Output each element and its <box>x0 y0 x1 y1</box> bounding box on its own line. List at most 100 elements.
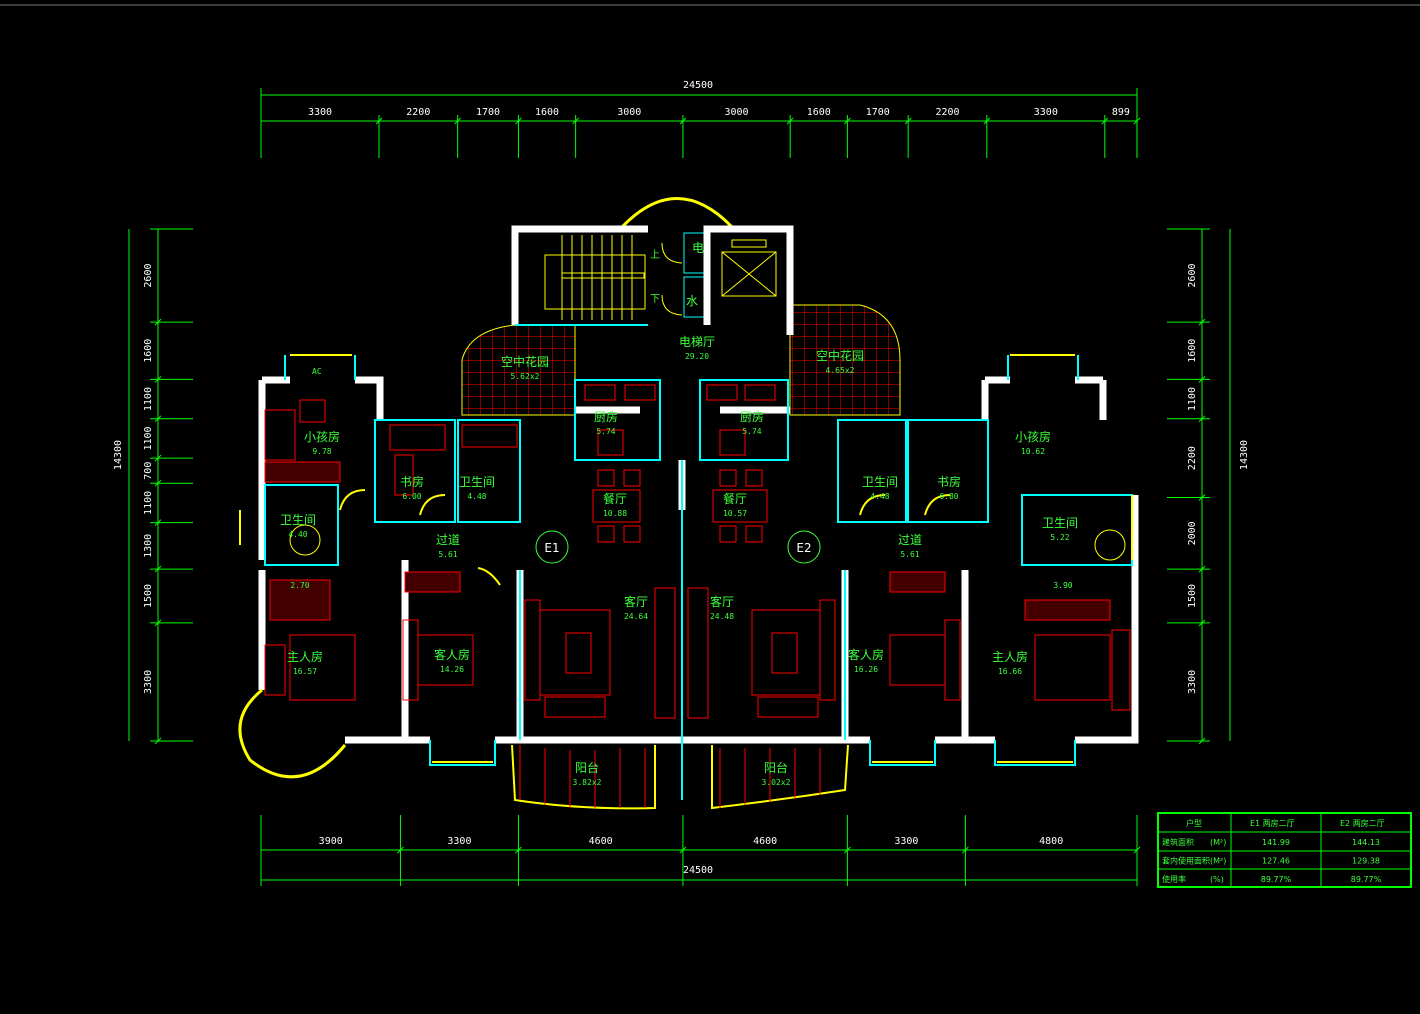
dim-tick <box>1101 117 1109 125</box>
dim-label: 899 <box>1112 107 1130 118</box>
table-cell-e2: 129.38 <box>1352 857 1380 866</box>
room-name-balcony-l: 阳台 <box>575 760 599 775</box>
dim-tick <box>1133 846 1141 854</box>
dim-tick <box>679 846 687 854</box>
dim-tick <box>375 117 383 125</box>
dim-label: 3000 <box>617 107 641 118</box>
dim-label: 3300 <box>1034 107 1058 118</box>
room-area-living-l: 24.64 <box>624 612 648 621</box>
unit-tag-e2: E2 <box>796 541 811 555</box>
room-area-child-l: 9.78 <box>312 447 331 456</box>
room-name-bath2-r: 卫生间 <box>1042 516 1078 530</box>
room-area-hall-l: 5.61 <box>438 550 457 559</box>
dim-label: 3900 <box>319 836 343 847</box>
sky-garden-left <box>461 324 576 416</box>
dim-tick <box>1198 737 1206 745</box>
dim-label: 1600 <box>1187 339 1198 363</box>
exterior-walls <box>258 376 1139 744</box>
dim-label: 1500 <box>143 584 154 608</box>
dim-label: 2600 <box>143 263 154 287</box>
dim-tick <box>397 846 404 854</box>
dim-label: 1100 <box>143 426 154 450</box>
dim-label: 3300 <box>308 107 332 118</box>
water-room-label: 水 <box>686 294 698 308</box>
ac-label: AC <box>312 367 322 376</box>
dim-label: 4600 <box>753 836 777 847</box>
room-name-bath2-l: 卫生间 <box>280 513 316 527</box>
dim-label: 1300 <box>143 534 154 558</box>
dim-label: 1700 <box>476 107 500 118</box>
room-name-master-r: 主人房 <box>992 649 1028 664</box>
dim-tick <box>515 117 522 125</box>
dim-tick <box>1198 565 1206 573</box>
dim-label: 3000 <box>724 107 748 118</box>
room-name-study-r: 书房 <box>937 474 961 489</box>
table-cell-e1: 127.46 <box>1262 857 1290 866</box>
dim-tick <box>1198 619 1206 627</box>
table-header-type: 户型 <box>1186 818 1202 828</box>
unit-tag-e1-circle <box>535 530 569 564</box>
dim-label: 3300 <box>143 670 154 694</box>
dim-tick <box>154 619 162 627</box>
room-name-dining-l: 餐厅 <box>603 491 627 506</box>
room-name-master-l: 主人房 <box>287 649 323 664</box>
dim-tick <box>844 117 851 125</box>
table-cell-e1: 141.99 <box>1262 838 1290 847</box>
dim-tick <box>154 318 162 326</box>
room-name-kitchen-l: 厨房 <box>594 409 618 424</box>
electric-room-label: 电 <box>692 241 704 255</box>
room-area-balcony-r: 3.02x2 <box>762 778 791 787</box>
room-area-garden-l: 5.62x2 <box>511 372 540 381</box>
stair-up-label: 上 <box>650 249 660 261</box>
dim-total-left: 14300 <box>113 440 124 470</box>
room-name-bath1-r: 卫生间 <box>862 475 898 489</box>
dim-total-right: 14300 <box>1239 440 1250 470</box>
dim-tick <box>154 454 162 462</box>
dim-label: 1600 <box>143 339 154 363</box>
dim-label: 1600 <box>807 107 831 118</box>
room-name-hall-r: 过道 <box>898 533 922 547</box>
table-header-e2: E2 两房二厅 <box>1340 818 1385 828</box>
table-cell-label: 使用率 <box>1162 874 1186 884</box>
dim-label: 1600 <box>535 107 559 118</box>
dim-tick <box>515 846 522 854</box>
dim-tick <box>1198 494 1206 501</box>
room-area-closet-l: 2.70 <box>290 581 309 590</box>
room-area-kitchen-l: 5.74 <box>596 427 615 436</box>
room-area-guest-r: 16.26 <box>854 665 878 674</box>
dim-label: 4800 <box>1039 836 1063 847</box>
room-name-child-r: 小孩房 <box>1015 429 1051 444</box>
dim-tick <box>154 565 162 573</box>
unit-tag-e2-circle <box>787 530 821 564</box>
room-area-garden-r: 4.65x2 <box>826 366 855 375</box>
dim-tick <box>679 117 687 125</box>
stair-down-label: 下 <box>650 294 660 305</box>
table-cell-e2: 89.77% <box>1351 875 1382 884</box>
sky-garden-right <box>789 304 901 416</box>
dim-tick <box>154 376 162 383</box>
dim-label: 1100 <box>143 387 154 411</box>
table-cell-unit: (M²) <box>1210 857 1226 866</box>
dim-label: 4600 <box>589 836 613 847</box>
room-area-dining-r: 10.57 <box>723 509 747 518</box>
room-area-study-l: 6.00 <box>402 492 421 501</box>
dim-tick <box>572 117 579 125</box>
table-cell-e1: 89.77% <box>1261 875 1292 884</box>
room-name-garden-r: 空中花园 <box>816 348 864 363</box>
dim-label: 1700 <box>866 107 890 118</box>
dim-tick <box>904 117 912 125</box>
dim-tick <box>1198 376 1206 383</box>
dim-label: 1500 <box>1187 584 1198 608</box>
room-name-living-r: 客厅 <box>710 594 734 609</box>
room-area-balcony-l: 3.82x2 <box>573 778 602 787</box>
dim-label: 2200 <box>1187 446 1198 470</box>
table-cell-label: 建筑面积 <box>1162 837 1194 847</box>
room-name-dining-r: 餐厅 <box>723 491 747 506</box>
room-name-guest-l: 客人房 <box>434 647 470 662</box>
dim-tick <box>962 846 969 854</box>
table-header-e1: E1 两房二厅 <box>1250 818 1295 828</box>
dim-label: 3300 <box>1187 670 1198 694</box>
room-area-master-l: 16.57 <box>293 667 317 676</box>
